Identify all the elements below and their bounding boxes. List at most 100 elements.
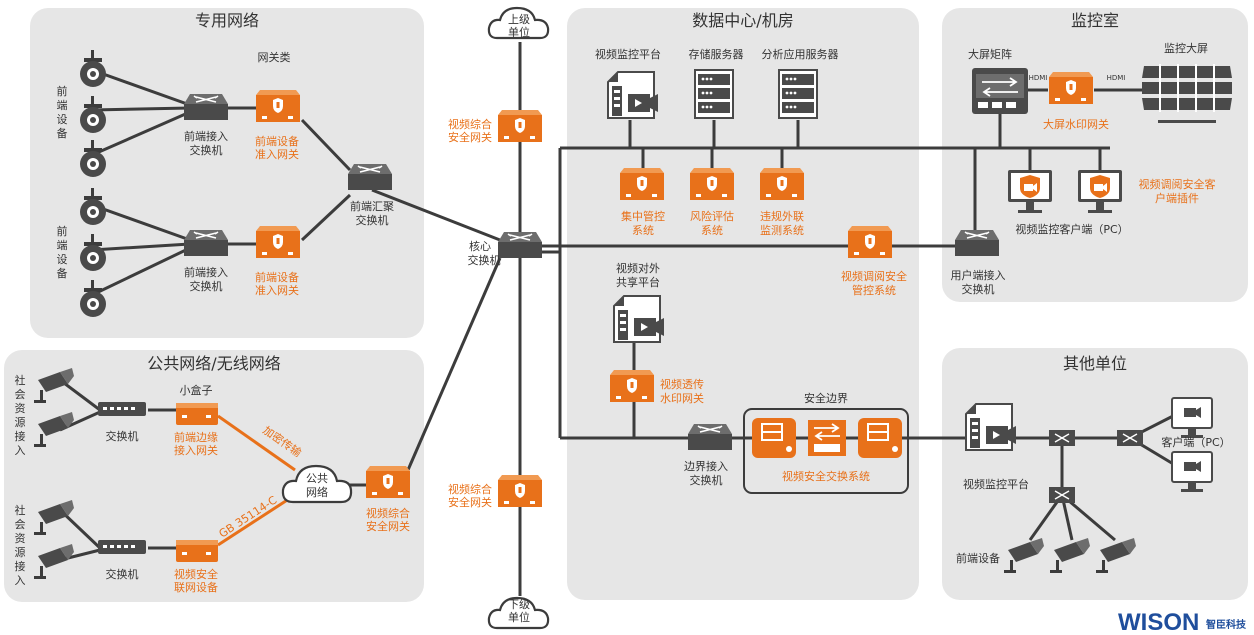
gateway-icon — [610, 370, 654, 402]
share-platform-label: 视频对外 — [616, 261, 660, 275]
risk-eval-label-b: 系统 — [701, 224, 723, 237]
social-label-2: 社 会 资 源 接 入 — [15, 503, 26, 587]
gateway-icon — [366, 466, 410, 498]
gateway-icon — [690, 168, 734, 200]
border-switch-label: 边界接入 — [684, 460, 728, 473]
svg-text:设: 设 — [57, 113, 68, 126]
switch-icon — [98, 402, 146, 416]
vs-exchange-system — [752, 418, 902, 458]
risk-eval-label: 风险评估 — [690, 209, 734, 223]
gateway-icon — [498, 110, 542, 142]
switch-icon — [954, 229, 1000, 257]
zone-title-private: 专用网络 — [195, 11, 259, 30]
central-mgmt-label: 集中管控 — [621, 209, 665, 223]
platform-icon — [965, 403, 1017, 451]
brand-logo: WISON 智臣科技 — [1118, 609, 1247, 635]
cloud-upper-label-2: 单位 — [508, 25, 530, 39]
cloud-lower-label-1: 下级 — [508, 598, 530, 611]
access-switch-label-2: 前端接入 — [184, 265, 228, 279]
front-device-label-1: 前 端 设 备 — [57, 84, 68, 140]
zone-title-monitor-room: 监控室 — [1071, 11, 1119, 30]
zone-title-other-units: 其他单位 — [1063, 354, 1127, 373]
access-switch-label-1: 前端接入 — [184, 129, 228, 143]
switch-icon — [183, 93, 229, 121]
svg-text:资: 资 — [15, 402, 26, 415]
central-mgmt-label-b: 系统 — [632, 224, 654, 237]
svg-text:接: 接 — [15, 430, 26, 443]
watermark-gw-label: 视频透传 — [660, 377, 704, 391]
connection-lines — [58, 42, 1176, 596]
vs-gw-bottom-label: 视频综合 — [448, 482, 492, 496]
switch-icon — [1048, 429, 1076, 447]
switch-icon — [1116, 429, 1144, 447]
access-switch-label-1b: 交换机 — [190, 143, 223, 157]
screen-matrix-icon — [972, 68, 1028, 114]
small-box-label: 小盒子 — [180, 383, 213, 397]
gateway-icon — [848, 226, 892, 258]
zone-public-network — [4, 350, 424, 602]
svg-text:前: 前 — [57, 224, 68, 238]
vs-device-label-b: 联网设备 — [174, 580, 218, 594]
svg-text:源: 源 — [15, 545, 26, 559]
cloud-upper-label-1: 上级 — [508, 13, 530, 26]
violation-label: 违规外联 — [760, 209, 804, 223]
client-pc-label: 视频监控客户端（PC） — [1015, 222, 1128, 236]
svg-text:接: 接 — [15, 560, 26, 573]
vs-device-icon — [176, 540, 218, 562]
core-switch-label-b: 交换机 — [468, 253, 501, 267]
gateway-class-label: 网关类 — [258, 50, 291, 64]
server-icon — [694, 69, 734, 119]
border-switch-label-b: 交换机 — [690, 473, 723, 487]
cloud-icon — [281, 464, 353, 504]
platform-icon — [613, 295, 665, 343]
svg-text:端: 端 — [57, 239, 68, 252]
access-switch-label-2b: 交换机 — [190, 279, 223, 293]
switch-icon — [347, 163, 393, 191]
share-platform-label-b: 共享平台 — [616, 275, 660, 289]
violation-label-b: 监测系统 — [760, 224, 804, 237]
platform-icon — [607, 71, 659, 119]
svg-text:会: 会 — [15, 388, 26, 401]
vs-gw-top-label-b: 安全网关 — [448, 130, 492, 144]
vs-device-label: 视频安全 — [174, 567, 218, 581]
zone-title-datacenter: 数据中心/机房 — [692, 11, 793, 30]
cloud-icon — [487, 6, 550, 40]
logo-brand: WISON — [1118, 609, 1199, 635]
security-border-label: 安全边界 — [804, 391, 848, 405]
vs-gw-public-label-b: 安全网关 — [366, 519, 410, 533]
analysis-server-label: 分析应用服务器 — [762, 47, 839, 61]
switch-icon — [183, 229, 229, 257]
storage-server-label: 存储服务器 — [689, 47, 744, 61]
edge-gw-label: 前端边缘 — [174, 430, 218, 444]
svg-text:社: 社 — [15, 373, 26, 387]
cloud-lower-unit: 下级 单位 — [487, 596, 550, 630]
vs-gw-public-label: 视频综合 — [366, 506, 410, 520]
logo-cn: 智臣科技 — [1206, 618, 1247, 631]
video-wall-icon — [1142, 64, 1232, 123]
agg-switch-label: 前端汇聚 — [350, 199, 394, 213]
gateway-icon — [620, 168, 664, 200]
switch-icon — [98, 540, 146, 554]
video-platform-label: 视频监控平台 — [595, 47, 661, 61]
shield-camera-icon — [1020, 175, 1110, 198]
svg-text:会: 会 — [15, 518, 26, 531]
gateway-icon — [760, 168, 804, 200]
svg-text:备: 备 — [57, 126, 68, 140]
core-switch-label: 核心 — [469, 239, 491, 253]
cloud-lower-label-2: 单位 — [508, 610, 530, 624]
cloud-public-label-2: 网络 — [306, 485, 328, 499]
svg-text:设: 设 — [57, 253, 68, 266]
client-plugin-label: 视频调阅安全客 — [1139, 177, 1216, 191]
gateway-icon — [1049, 72, 1093, 104]
client-plugin-label-b: 户端插件 — [1155, 191, 1199, 205]
edge-gw-label-b: 接入网关 — [174, 443, 218, 457]
vs-exchange-label: 视频安全交换系统 — [782, 469, 870, 483]
server-icon — [778, 69, 818, 119]
switch-icon — [497, 231, 543, 259]
user-switch-label-b: 交换机 — [962, 282, 995, 296]
svg-text:备: 备 — [57, 266, 68, 280]
zone-private-network — [30, 8, 424, 338]
other-client-label: 客户端（PC） — [1161, 435, 1230, 449]
access-gw-label-2b: 准入网关 — [255, 283, 299, 297]
